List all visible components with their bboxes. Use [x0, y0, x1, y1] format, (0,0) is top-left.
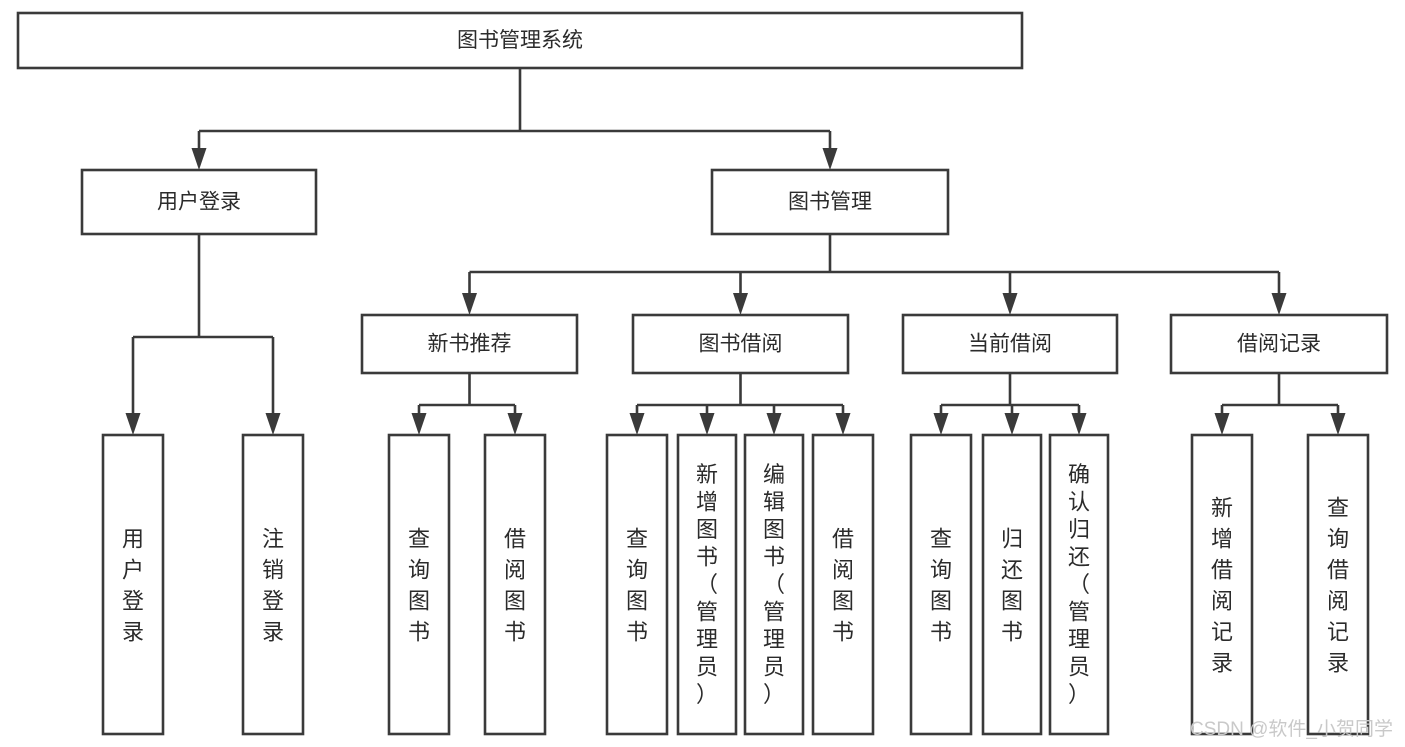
node-label: 借阅图书 [832, 527, 854, 645]
node-leaf-query-book-1[interactable]: 查询图书 [387, 433, 451, 736]
node-leaf-borrow-book-2[interactable]: 借阅图书 [811, 433, 875, 736]
node-label: 查询图书 [930, 527, 952, 645]
arrow-head-icon [265, 413, 281, 435]
node-leaf-edit-book[interactable]: 编辑图书（管理员） [743, 433, 805, 736]
node-book-management[interactable]: 图书管理 [710, 168, 950, 236]
node-label: 新增图书（管理员） [696, 462, 718, 707]
node-box[interactable] [16, 11, 1024, 70]
node-box[interactable] [80, 168, 318, 236]
node-box[interactable] [483, 433, 547, 736]
node-box[interactable] [1048, 433, 1110, 736]
node-label: 用户登录 [157, 191, 241, 214]
node-leaf-return-book[interactable]: 归还图书 [981, 433, 1043, 736]
node-leaf-borrow-book-1[interactable]: 借阅图书 [483, 433, 547, 736]
node-user-login[interactable]: 用户登录 [80, 168, 318, 236]
node-borrow-record[interactable]: 借阅记录 [1169, 313, 1389, 375]
node-label: 编辑图书（管理员） [763, 462, 785, 707]
node-box[interactable] [631, 313, 850, 375]
node-box[interactable] [241, 433, 305, 736]
arrow-head-icon [835, 413, 851, 435]
arrow-head-icon [1330, 413, 1346, 435]
node-box[interactable] [909, 433, 973, 736]
node-box[interactable] [1306, 433, 1370, 736]
connector-group [191, 68, 838, 170]
arrow-head-icon [411, 413, 427, 435]
node-label: 新书推荐 [428, 333, 512, 356]
node-box[interactable] [811, 433, 875, 736]
node-label: 当前借阅 [968, 333, 1052, 356]
node-box[interactable] [676, 433, 738, 736]
arrow-head-icon [733, 293, 748, 315]
node-box[interactable] [743, 433, 805, 736]
connector-group [411, 373, 523, 435]
node-label: 用户登录 [122, 527, 144, 645]
node-box[interactable] [101, 433, 165, 736]
node-leaf-query-record[interactable]: 查询借阅记录 [1306, 433, 1370, 736]
connector-group [462, 234, 1287, 315]
node-label: 新增借阅记录 [1211, 496, 1233, 676]
connector-group [1214, 373, 1346, 435]
node-root-system[interactable]: 图书管理系统 [16, 11, 1024, 70]
node-book-borrow[interactable]: 图书借阅 [631, 313, 850, 375]
arrow-head-icon [1004, 413, 1020, 435]
arrow-head-icon [507, 413, 523, 435]
node-leaf-logout[interactable]: 注销登录 [241, 433, 305, 736]
node-label: 查询图书 [408, 527, 430, 645]
arrow-head-icon [933, 413, 949, 435]
node-leaf-query-book-2[interactable]: 查询图书 [605, 433, 669, 736]
node-leaf-add-book[interactable]: 新增图书（管理员） [676, 433, 738, 736]
node-label: 图书借阅 [699, 333, 783, 356]
arrow-head-icon [191, 148, 207, 170]
node-box[interactable] [710, 168, 950, 236]
node-label: 注销登录 [262, 527, 284, 645]
nodes-layer: 图书管理系统用户登录图书管理新书推荐图书借阅当前借阅借阅记录用户登录注销登录查询… [16, 11, 1389, 736]
node-leaf-confirm-return[interactable]: 确认归还（管理员） [1048, 433, 1110, 736]
node-box[interactable] [901, 313, 1119, 375]
node-label: 图书管理系统 [457, 29, 583, 52]
node-label: 确认归还（管理员） [1068, 462, 1090, 707]
node-label: 查询图书 [626, 527, 648, 645]
node-current-borrow[interactable]: 当前借阅 [901, 313, 1119, 375]
node-label: 图书管理 [788, 191, 872, 214]
arrow-head-icon [1214, 413, 1230, 435]
connector-group [933, 373, 1087, 435]
node-leaf-add-record[interactable]: 新增借阅记录 [1190, 433, 1254, 736]
arrow-head-icon [1002, 293, 1018, 315]
arrow-head-icon [1271, 293, 1287, 315]
node-box[interactable] [387, 433, 451, 736]
arrow-head-icon [1071, 413, 1087, 435]
node-box[interactable] [605, 433, 669, 736]
arrow-head-icon [462, 293, 477, 315]
arrow-head-icon [822, 148, 838, 170]
node-new-book-recommend[interactable]: 新书推荐 [360, 313, 579, 375]
arrow-head-icon [766, 413, 782, 435]
arrow-head-icon [125, 413, 141, 435]
node-label: 查询借阅记录 [1327, 496, 1349, 676]
node-box[interactable] [360, 313, 579, 375]
node-label: 借阅图书 [504, 527, 526, 645]
node-box[interactable] [981, 433, 1043, 736]
node-label: 借阅记录 [1237, 333, 1321, 356]
node-box[interactable] [1190, 433, 1254, 736]
node-leaf-user-login[interactable]: 用户登录 [101, 433, 165, 736]
connector-group [125, 234, 281, 435]
arrow-head-icon [629, 413, 645, 435]
node-box[interactable] [1169, 313, 1389, 375]
connectors-layer [125, 68, 1346, 435]
node-label: 归还图书 [1001, 527, 1023, 645]
node-leaf-query-book-3[interactable]: 查询图书 [909, 433, 973, 736]
connector-group [629, 373, 851, 435]
arrow-head-icon [699, 413, 715, 435]
